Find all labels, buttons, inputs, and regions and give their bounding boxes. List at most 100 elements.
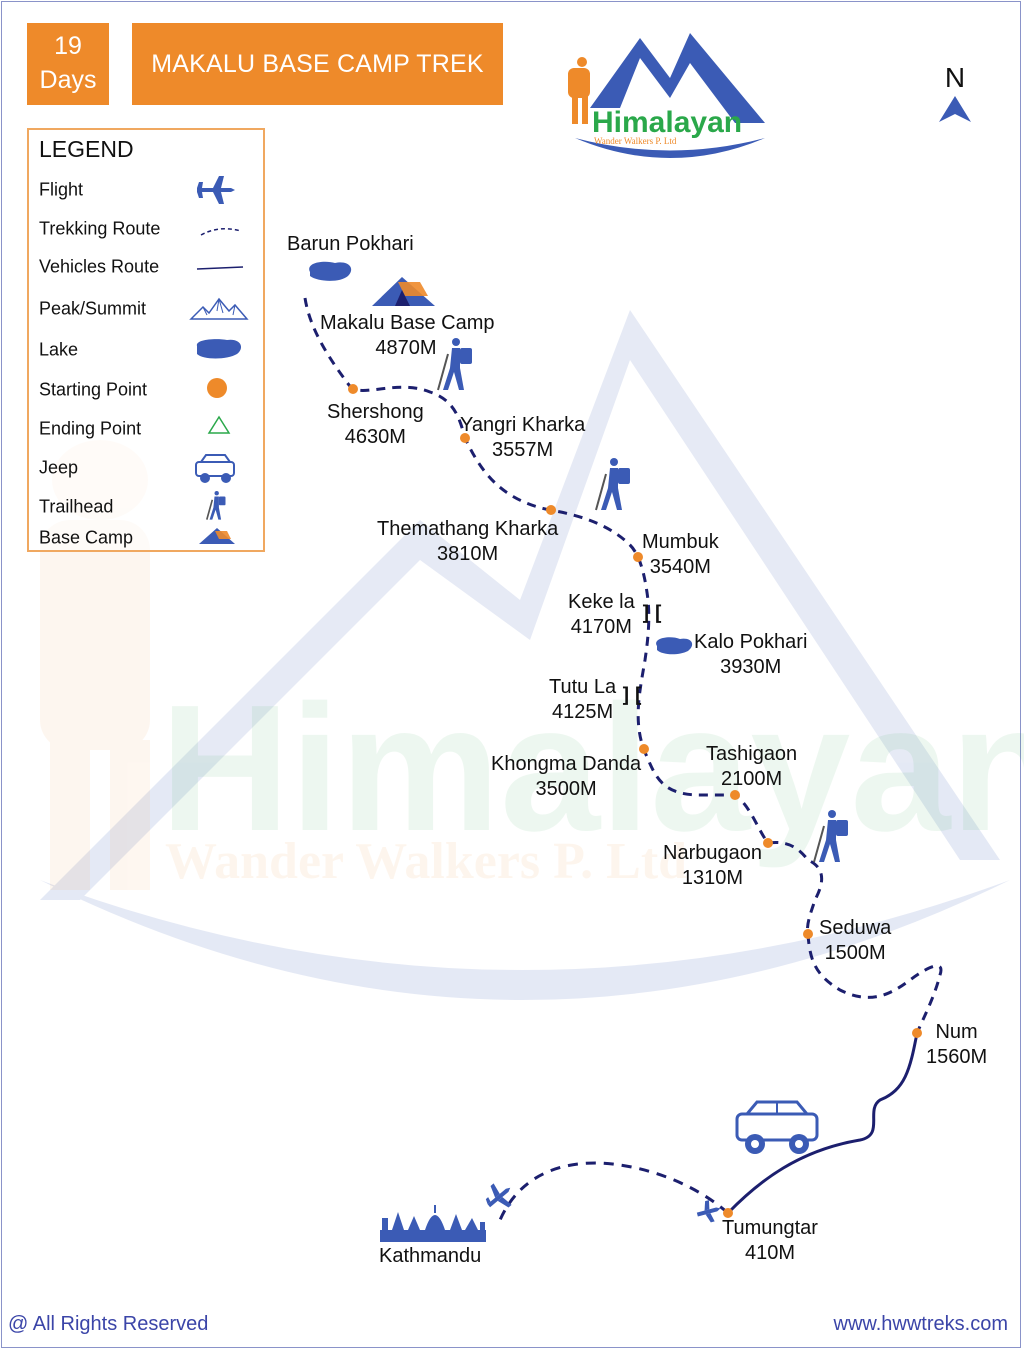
airplane-icon bbox=[485, 1183, 512, 1208]
place-elevation: 1310M bbox=[681, 867, 744, 889]
legend-item-jeep: Jeep bbox=[29, 450, 265, 486]
days-label: Days bbox=[39, 66, 97, 94]
legend-label: Trekking Route bbox=[39, 218, 161, 239]
legend-item-flight: Flight bbox=[29, 172, 265, 208]
place-elevation: 410M bbox=[744, 1242, 795, 1264]
days-number: 19 bbox=[54, 32, 82, 60]
place-yangri-kharka[interactable]: Yangri Kharka 3557M bbox=[460, 413, 585, 463]
airplane-icon bbox=[197, 176, 235, 204]
place-name: Seduwa bbox=[819, 917, 892, 939]
watermark-text: Himalayan bbox=[160, 668, 1024, 869]
place-seduwa[interactable]: Seduwa 1500M bbox=[819, 916, 891, 966]
place-tashigaon[interactable]: Tashigaon 2100M bbox=[706, 742, 797, 792]
point-tumungtar[interactable] bbox=[723, 1208, 733, 1218]
point-seduwa[interactable] bbox=[803, 929, 813, 939]
route-points bbox=[348, 384, 922, 1218]
airplane-icon bbox=[696, 1200, 721, 1223]
vehicle-route-path bbox=[726, 1032, 919, 1215]
watermark-mountains-icon bbox=[40, 310, 1010, 1000]
orange-circle-icon bbox=[207, 378, 227, 398]
logo-subname: Wander Walkers P. Ltd bbox=[594, 136, 677, 146]
place-name: Kalo Pokhari bbox=[694, 631, 808, 653]
place-narbugaon[interactable]: Narbugaon 1310M bbox=[663, 841, 762, 891]
place-name: Narbugaon bbox=[663, 842, 762, 864]
place-tutu-la[interactable]: Tutu La 4125M bbox=[549, 675, 616, 725]
place-shershong[interactable]: Shershong 4630M bbox=[327, 400, 424, 450]
website-link[interactable]: www.hwwtreks.com bbox=[833, 1313, 1008, 1335]
trek-title: MAKALU BASE CAMP TREK bbox=[132, 23, 503, 105]
place-themathang-kharka[interactable]: Themathang Kharka 3810M bbox=[377, 517, 558, 567]
jeep-icon bbox=[735, 1100, 819, 1154]
legend-label: Trailhead bbox=[39, 496, 114, 517]
place-elevation: 3500M bbox=[535, 778, 597, 800]
legend-item-peak-summit: Peak/Summit bbox=[29, 291, 265, 327]
point-tashigaon[interactable] bbox=[730, 790, 740, 800]
solid-line-icon bbox=[196, 266, 244, 270]
place-kathmandu[interactable]: Kathmandu bbox=[379, 1244, 481, 1269]
hiker-icon bbox=[437, 338, 472, 391]
hiker-icon bbox=[813, 810, 848, 863]
place-makalu-base-camp[interactable]: Makalu Base Camp 4870M bbox=[320, 311, 495, 361]
place-name: Barun Pokhari bbox=[287, 233, 414, 255]
legend-panel: LEGEND Flight Trekking Route Vehicles Ro… bbox=[27, 128, 265, 552]
place-name: Num bbox=[935, 1021, 978, 1043]
legend-item-base-camp: Base Camp bbox=[29, 520, 265, 556]
lake-icon bbox=[309, 261, 352, 281]
days-badge: 19 Days bbox=[27, 23, 109, 105]
point-narbugaon[interactable] bbox=[763, 838, 773, 848]
place-name: Keke la bbox=[568, 591, 635, 613]
pass-icon: ][ bbox=[620, 683, 644, 707]
place-name: Tashigaon bbox=[706, 743, 798, 765]
place-elevation: 3810M bbox=[437, 543, 499, 565]
legend-label: Base Camp bbox=[39, 527, 134, 548]
place-khongma-danda[interactable]: Khongma Danda 3500M bbox=[491, 752, 641, 802]
pass-icon: ][ bbox=[640, 601, 664, 625]
place-elevation: 2100M bbox=[721, 768, 783, 790]
place-elevation: 1500M bbox=[824, 942, 886, 964]
place-elevation: 1560M bbox=[926, 1046, 988, 1068]
north-label: N bbox=[944, 62, 966, 93]
legend-label: Jeep bbox=[39, 457, 79, 478]
hiker-icon bbox=[595, 458, 630, 511]
green-triangle-icon bbox=[207, 415, 231, 434]
place-name: Khongma Danda bbox=[491, 753, 642, 775]
legend-item-trekking-route: Trekking Route bbox=[29, 211, 265, 247]
hiker-icon bbox=[206, 491, 226, 520]
legend-label: Vehicles Route bbox=[39, 256, 160, 277]
point-mumbuk[interactable] bbox=[633, 552, 643, 562]
lake-icon bbox=[196, 339, 242, 359]
company-logo: Himalayan Wander Walkers P. Ltd bbox=[560, 28, 770, 173]
legend-label: Peak/Summit bbox=[39, 298, 147, 319]
place-mumbuk[interactable]: Mumbuk 3540M bbox=[642, 530, 719, 580]
legend-item-vehicles-route: Vehicles Route bbox=[29, 249, 265, 285]
point-themathang-kharka[interactable] bbox=[546, 505, 556, 515]
tent-icon bbox=[199, 528, 235, 544]
place-kalo-pokhari[interactable]: Kalo Pokhari 3930M bbox=[694, 630, 807, 680]
point-yangri-kharka[interactable] bbox=[460, 433, 470, 443]
logo-mountains-icon: Himalayan Wander Walkers P. Ltd bbox=[568, 33, 765, 158]
lake-icon bbox=[656, 637, 693, 655]
place-elevation: 4870M bbox=[375, 337, 437, 359]
tent-icon bbox=[372, 277, 435, 306]
place-elevation: 4170M bbox=[570, 616, 632, 638]
place-num[interactable]: Num 1560M bbox=[926, 1020, 987, 1070]
legend-title: LEGEND bbox=[39, 136, 134, 162]
point-num[interactable] bbox=[912, 1028, 922, 1038]
legend-item-trailhead: Trailhead bbox=[29, 489, 265, 525]
flight-route-path bbox=[498, 1161, 729, 1221]
place-barun-pokhari[interactable]: Barun Pokhari bbox=[287, 232, 414, 257]
place-elevation: 4630M bbox=[344, 426, 406, 448]
place-tumungtar[interactable]: Tumungtar 410M bbox=[722, 1216, 818, 1266]
legend-item-lake: Lake bbox=[29, 332, 265, 368]
place-name: Mumbuk bbox=[642, 531, 719, 553]
place-name: Themathang Kharka bbox=[377, 518, 559, 540]
legend-label: Flight bbox=[39, 179, 84, 200]
point-khongma-danda[interactable] bbox=[639, 744, 649, 754]
place-elevation: 3557M bbox=[492, 439, 554, 461]
point-shershong[interactable] bbox=[348, 384, 358, 394]
place-name: Yangri Kharka bbox=[460, 414, 586, 436]
place-keke-la[interactable]: Keke la 4170M bbox=[568, 590, 635, 640]
